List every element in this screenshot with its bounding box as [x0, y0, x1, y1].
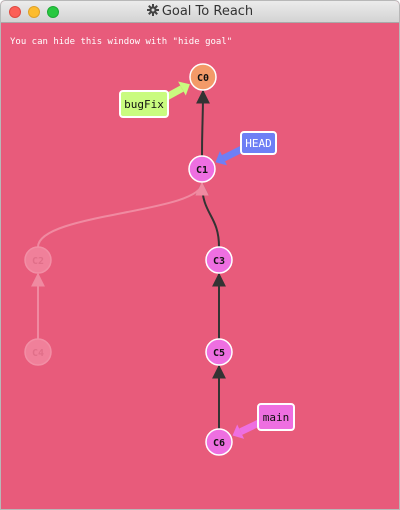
commit-c6[interactable]: C6 — [205, 428, 233, 456]
maximize-window-button[interactable] — [47, 6, 59, 18]
branch-arrow-head — [215, 151, 228, 166]
commit-circle — [24, 246, 52, 274]
commit-label: C2 — [32, 256, 44, 267]
branch-label-box — [257, 403, 295, 431]
branch-head[interactable]: HEAD — [215, 131, 277, 166]
window-title-area: Goal To Reach — [1, 1, 399, 23]
edge-c3-to-c1 — [195, 181, 220, 248]
branch-label-text: bugFix — [124, 98, 164, 111]
window-title: Goal To Reach — [161, 4, 254, 19]
edge-c1-to-c0 — [195, 89, 210, 157]
branch-main[interactable]: main — [232, 403, 295, 439]
title-bar: Goal To Reach — [1, 1, 399, 23]
branch-arrow-head — [232, 424, 245, 439]
commit-label: C0 — [197, 73, 209, 84]
gear-icon — [146, 4, 159, 16]
commit-label: C4 — [32, 348, 44, 359]
commit-circle — [205, 428, 233, 456]
hide-goal-hint: You can hide this window with "hide goal… — [10, 37, 233, 47]
close-window-button[interactable] — [9, 6, 21, 18]
commit-circle — [189, 63, 217, 91]
commit-c3[interactable]: C3 — [205, 246, 233, 274]
commit-label: C3 — [213, 256, 225, 267]
commit-label: C6 — [213, 438, 225, 449]
minimize-window-button[interactable] — [28, 6, 40, 18]
branch-label-box — [119, 90, 169, 118]
commit-c2[interactable]: C2 — [24, 246, 52, 274]
branch-arrow-head — [178, 81, 190, 96]
commit-circle — [24, 338, 52, 366]
commit-c4[interactable]: C4 — [24, 338, 52, 366]
commit-circle — [205, 246, 233, 274]
commit-circle — [188, 155, 216, 183]
commit-circle — [205, 338, 233, 366]
branch-label-text: main — [263, 411, 290, 424]
commit-label: C5 — [213, 348, 225, 359]
commit-c5[interactable]: C5 — [205, 338, 233, 366]
commit-label: C1 — [196, 165, 208, 176]
edge-c2-to-c1 — [37, 181, 209, 248]
commit-c0[interactable]: C0 — [189, 63, 217, 91]
branch-bugfix[interactable]: bugFix — [119, 81, 190, 118]
commit-c1[interactable]: C1 — [188, 155, 216, 183]
branch-label-text: HEAD — [245, 137, 272, 150]
branch-label-box — [240, 131, 277, 155]
